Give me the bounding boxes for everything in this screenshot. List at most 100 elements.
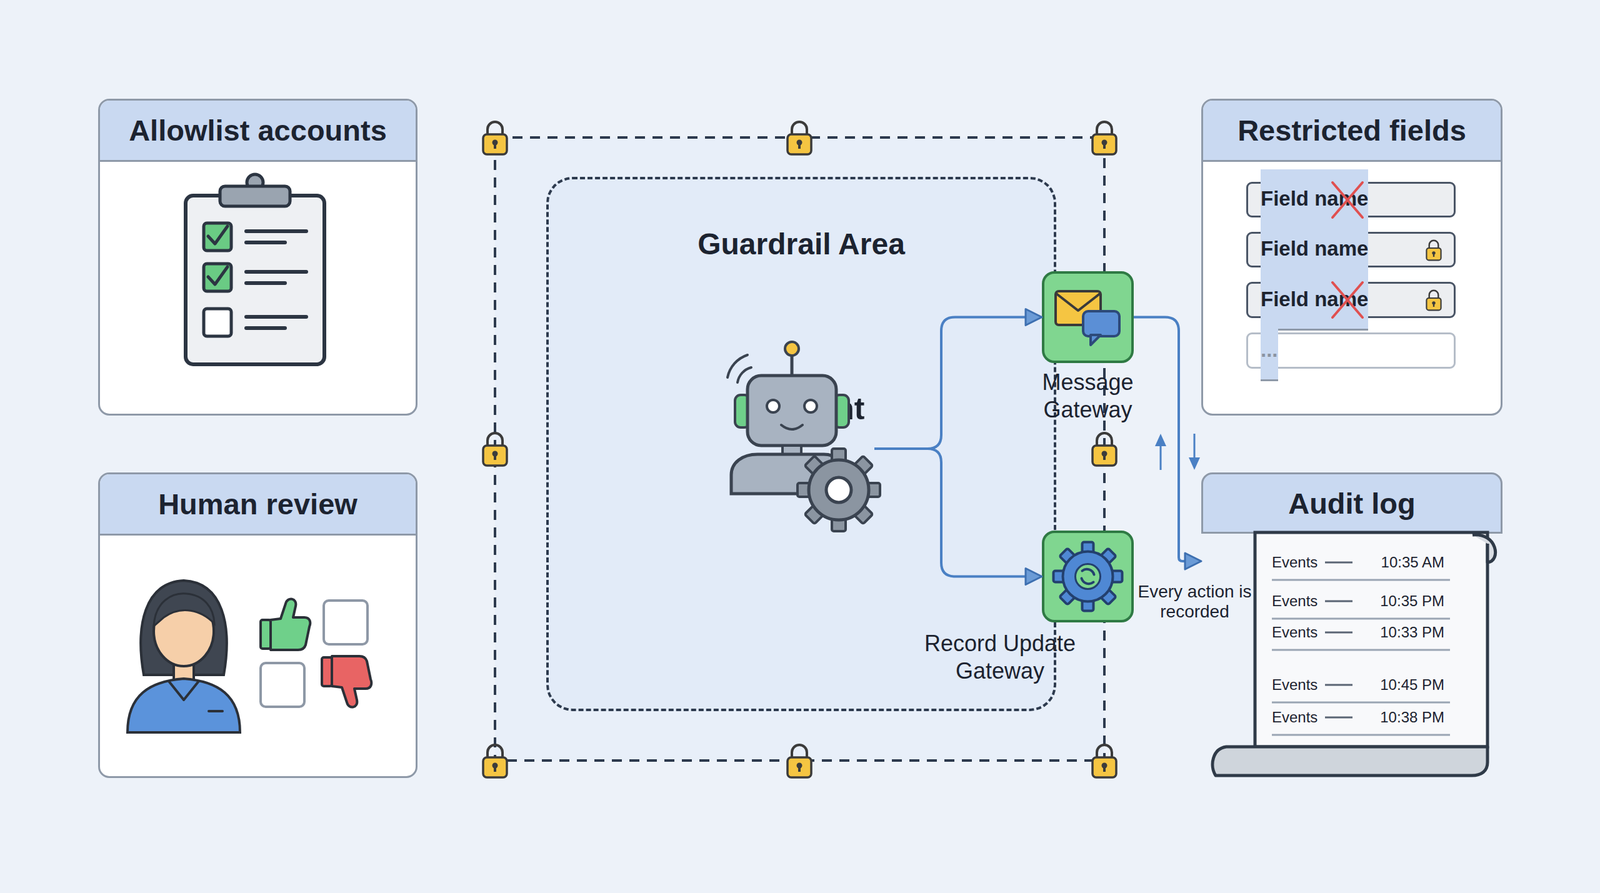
log-entry: 10:35 AM [1356,553,1445,572]
log-separator [1271,701,1450,704]
gear-tooth [1059,548,1077,566]
gear-tooth [1082,542,1094,557]
shoulders [127,678,240,733]
face [153,596,214,667]
sync-arrow [1082,569,1095,575]
hair [140,580,227,675]
robot-eye [804,400,817,413]
connector [874,448,1042,585]
field-row: Field name [1246,181,1456,218]
gear-tooth [1098,586,1116,605]
field-row: Field name [1246,231,1456,268]
log-entry: Events [1271,708,1335,727]
log-separator [1271,579,1450,582]
flow-arrow-head [1155,433,1167,447]
checkbox-empty [203,308,232,337]
gear-tooth [805,503,827,525]
log-entry: Events [1271,591,1335,611]
gear-tooth [851,503,874,525]
empty-box [260,663,305,707]
gateway-label: Record Update Gateway [906,630,1094,685]
panel-heading: Human review [100,474,416,536]
signal-arc [727,355,748,378]
thumbs-down [321,656,372,708]
lock-icon [1092,745,1117,778]
agent-label: AI Agent [708,390,894,584]
envelope [1055,291,1101,325]
robot-body [731,454,844,494]
field-row: Field name [1246,281,1456,319]
strike-mark [1332,182,1363,218]
list-line [246,270,307,274]
robot-head [747,375,837,446]
gear-tooth [1059,586,1077,605]
lock-icon [483,433,507,466]
list-line [246,281,285,285]
envelope-flap [1055,293,1101,311]
gear-tooth [863,483,880,497]
agent-node: AI Agent [727,343,875,587]
connector [874,309,1042,450]
check-mark [208,266,228,285]
lock-icon [483,745,507,778]
clipboard-board [185,195,325,365]
chat-bubble [1083,311,1120,337]
flow-arrow [1160,445,1162,470]
panel-heading: Allowlist accounts [100,100,416,162]
headphone [735,395,750,428]
log-entry: Events [1271,623,1335,642]
gateway-box: Record Update Gateway [1041,530,1134,623]
log-dash [1325,600,1353,603]
lock-icon [1092,433,1117,466]
headphone [833,395,849,428]
gear-tooth [797,483,814,497]
connector-line [874,317,1027,450]
arrow-head [1025,309,1042,326]
log-dash [1325,631,1353,634]
checkbox-checked [203,223,232,251]
log-scroll [1212,532,1496,776]
clipboard-clip [220,186,290,207]
log-box: Audit log [1201,472,1503,779]
scroll-sheet [1255,532,1488,747]
log-separator [1271,649,1450,652]
robot-neck [782,445,802,455]
hair-fringe [153,593,215,627]
strike-mark [1332,282,1363,318]
gateway-label: Message Gateway [1013,368,1164,424]
gear-tooth [1082,597,1094,612]
log-separator [1271,734,1450,737]
arrow-head [1025,568,1042,585]
log-entry: Events [1271,553,1335,572]
antenna-ball [785,341,799,356]
robot-mouth [781,425,803,430]
chat-tail [1090,335,1101,345]
clipboard-clip [246,174,264,191]
field-row: ... [1246,332,1456,369]
panel-heading: Audit log [1201,472,1503,534]
antenna [790,355,794,377]
strike-mark [1332,282,1363,318]
scroll-curl [1472,535,1496,563]
boundary-title: Guardrail Area [548,226,1054,262]
robot-eye [766,400,780,413]
log-dash [1325,716,1353,719]
log-dash [1325,684,1353,687]
field-text: ... [1260,320,1279,382]
gear-tooth [805,456,827,478]
gear-hole [826,477,852,503]
flow-arrow-head [1188,457,1200,470]
collar [168,681,199,700]
list-line [246,315,307,319]
field-lock [1426,240,1441,261]
connector-line [1133,317,1187,562]
lock-icon [787,745,812,778]
empty-box [323,600,368,645]
scroll-roll [1212,746,1488,776]
gear-body [808,460,869,520]
clipboard-icon [185,174,325,365]
gear-center [1075,564,1101,590]
